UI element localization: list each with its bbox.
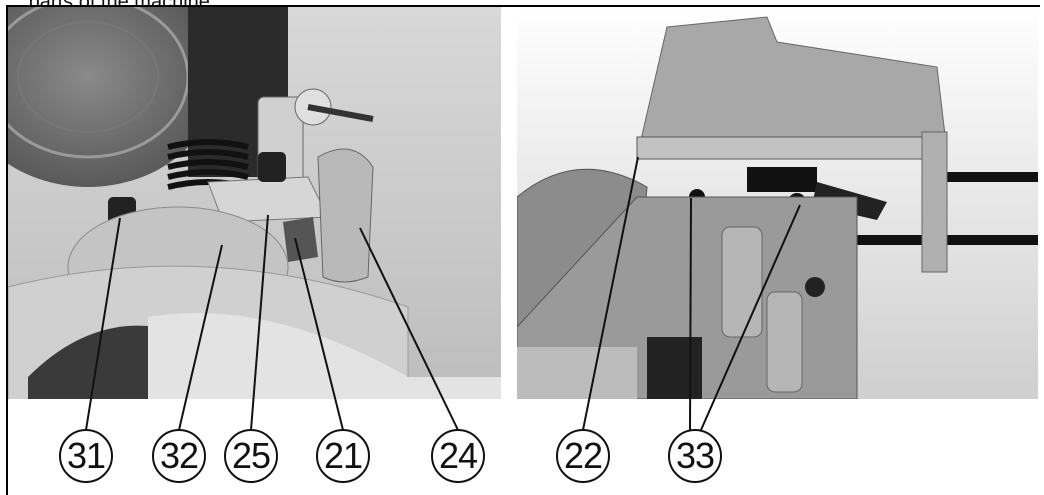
photo-left [8, 7, 501, 399]
photo-right [517, 7, 1038, 399]
frame-left-rule [6, 5, 8, 495]
callout-33: 33 [668, 429, 722, 483]
callout-21: 21 [316, 429, 370, 483]
callout-31: 31 [59, 429, 113, 483]
photo-right-illustration [517, 7, 1038, 399]
photo-left-illustration [8, 7, 501, 399]
callout-24: 24 [431, 429, 485, 483]
callout-25: 25 [224, 429, 278, 483]
frame-top-rule [6, 5, 1040, 7]
callout-22: 22 [556, 429, 610, 483]
callout-32: 32 [152, 429, 206, 483]
